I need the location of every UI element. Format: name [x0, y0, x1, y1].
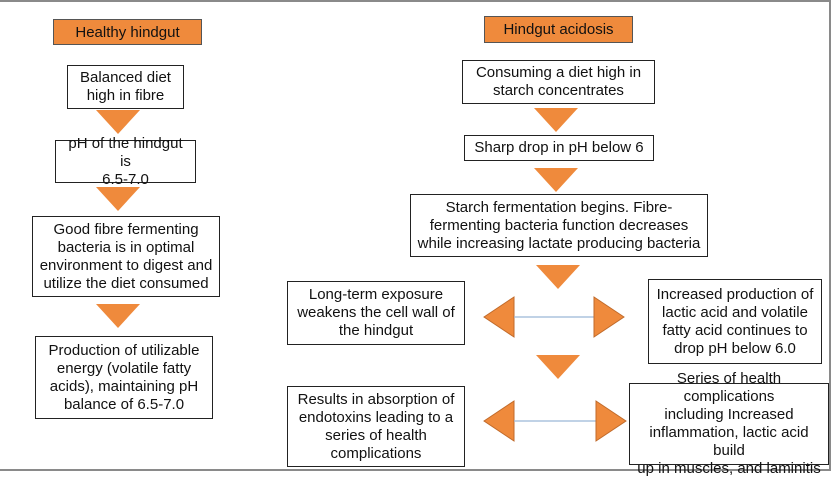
branch-1-right-box: Increased production of lactic acid and … — [648, 279, 822, 364]
left-arrow-3 — [96, 304, 140, 328]
frame-top-edge — [0, 0, 831, 2]
branch-1-double-arrow — [483, 296, 625, 338]
right-arrow-3 — [536, 265, 580, 289]
left-step-1: Balanced diet high in fibre — [67, 65, 184, 109]
healthy-hindgut-title: Healthy hindgut — [53, 19, 202, 45]
branch-1-left-box: Long-term exposure weakens the cell wall… — [287, 281, 465, 345]
right-step-2: Sharp drop in pH below 6 — [464, 135, 654, 161]
branch-2-right-box: Series of health complications including… — [629, 370, 829, 477]
right-step-1: Consuming a diet high in starch concentr… — [462, 60, 655, 104]
branch-2-left-box: Results in absorption of endotoxins lead… — [287, 386, 465, 467]
left-step-4: Production of utilizable energy (volatil… — [35, 336, 213, 419]
left-step-3: Good fibre fermenting bacteria is in opt… — [32, 216, 220, 297]
right-arrow-1 — [534, 108, 578, 132]
left-step-2: pH of the hindgut is 6.5-7.0 — [55, 135, 196, 188]
right-arrow-2 — [534, 168, 578, 192]
branch-2-double-arrow — [483, 400, 627, 442]
left-arrow-2 — [96, 187, 140, 211]
hindgut-acidosis-title: Hindgut acidosis — [484, 16, 633, 43]
frame-right-edge — [829, 0, 831, 471]
left-arrow-1 — [96, 110, 140, 134]
frame-bottom-edge — [0, 469, 831, 471]
right-arrow-4 — [536, 355, 580, 379]
right-step-3: Starch fermentation begins. Fibre- ferme… — [410, 194, 708, 257]
